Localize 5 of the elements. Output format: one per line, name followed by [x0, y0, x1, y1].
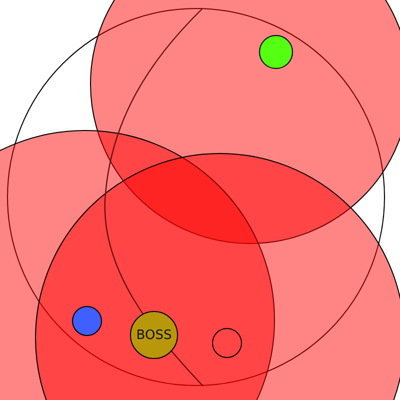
member-circle — [259, 35, 293, 69]
member-circle — [212, 328, 242, 358]
member-circle — [130, 311, 178, 359]
name-label: BOSS — [136, 328, 172, 342]
member-circle — [72, 306, 102, 336]
